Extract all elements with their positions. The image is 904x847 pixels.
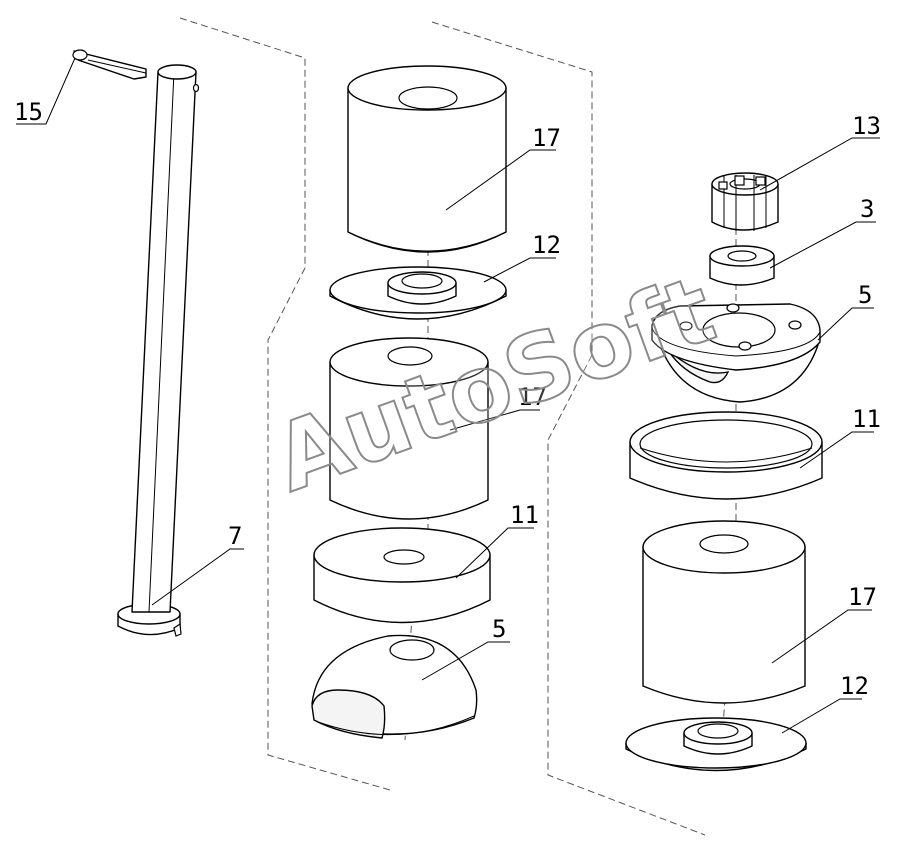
label-washer-left: 12: [532, 231, 561, 259]
label-cotter-pin: 15: [14, 98, 43, 126]
label-castle-nut: 13: [852, 112, 881, 140]
label-bushing: 3: [860, 195, 874, 223]
label-rubber-lower-left: 17: [518, 383, 547, 411]
leader-lines: [16, 57, 880, 734]
washer-left: [329, 266, 507, 320]
label-washer-right: 12: [840, 672, 869, 700]
label-rubber-right: 17: [848, 583, 877, 611]
rubber-block-lower-left: [329, 337, 489, 520]
support-left: [311, 634, 478, 739]
rubber-block-upper-left: [347, 65, 507, 253]
assembly-frame-left: [179, 17, 391, 791]
label-cup-right: 11: [852, 405, 881, 433]
assembly-frame-right: [431, 21, 706, 836]
label-cup-left: 11: [510, 501, 539, 529]
label-support-right: 5: [858, 281, 872, 309]
label-long-pin: 7: [228, 522, 242, 550]
label-support-left: 5: [492, 615, 506, 643]
long-pin: [117, 64, 200, 637]
part-labels: 15 7 17 12 17 11 5 13 3 5 11 17 12: [14, 98, 881, 700]
castle-nut: [711, 172, 779, 231]
support-right: [651, 303, 821, 403]
washer-right: [625, 717, 807, 772]
cup-right: [629, 411, 823, 500]
cup-left: [313, 527, 491, 624]
label-rubber-upper-left: 17: [532, 124, 561, 152]
rubber-block-right: [642, 520, 806, 704]
bushing: [709, 245, 775, 286]
cotter-pin: [72, 49, 147, 80]
